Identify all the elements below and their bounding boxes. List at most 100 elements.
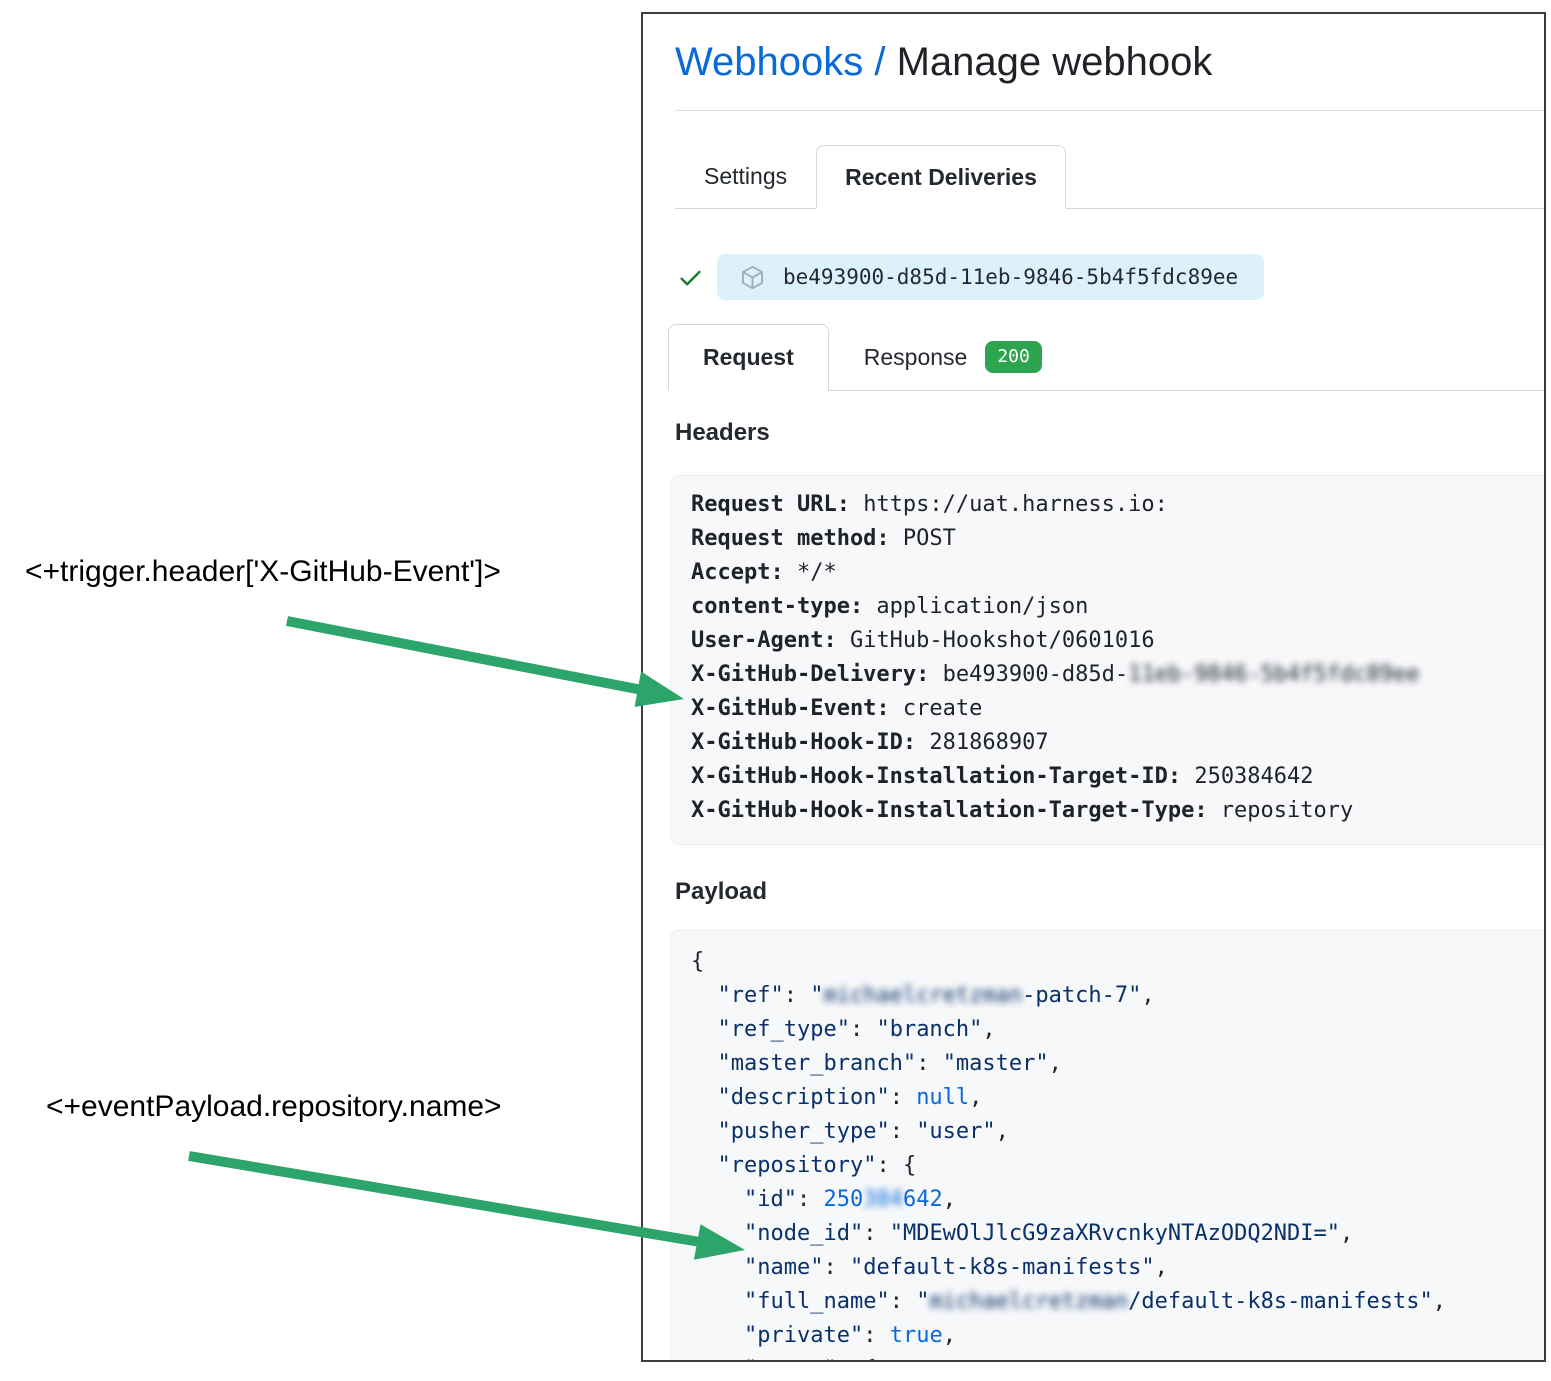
code-segment: Request method: — [691, 526, 890, 551]
code-segment: X-GitHub-Hook-Installation-Target-ID: — [691, 764, 1182, 789]
code-line: { — [691, 945, 1544, 979]
redacted-text: michaelcretzman — [929, 1289, 1129, 1314]
code-segment: "repository" — [717, 1153, 877, 1178]
code-segment: , — [969, 1085, 983, 1110]
code-line: Request URL: https://uat.harness.io: — [691, 488, 1544, 522]
code-line: "ref": "michaelcretzman-patch-7", — [691, 979, 1544, 1013]
code-segment — [691, 1051, 718, 1076]
code-segment: , — [1048, 1051, 1062, 1076]
code-segment — [691, 983, 718, 1008]
code-segment: "branch" — [876, 1017, 983, 1042]
code-segment: "default-k8s-manifests" — [849, 1255, 1155, 1280]
code-segment: : — [863, 1323, 890, 1348]
headers-panel: Request URL: https://uat.harness.io:Requ… — [670, 475, 1544, 845]
code-segment: application/json — [863, 594, 1089, 619]
delivery-pill[interactable]: be493900-d85d-11eb-9846-5b4f5fdc89ee — [717, 254, 1265, 300]
code-segment: " — [810, 983, 824, 1008]
tab-response-label: Response — [863, 343, 968, 370]
annotation-payload-expression: <+eventPayload.repository.name> — [46, 1090, 502, 1123]
code-segment: { — [691, 949, 705, 974]
code-segment: : — [889, 1119, 917, 1144]
code-segment: : — [889, 1085, 917, 1110]
package-icon — [741, 265, 764, 289]
code-segment: : — [889, 1289, 917, 1314]
code-segment — [691, 1017, 718, 1042]
code-line: "node_id": "MDEwOlJlcG9zaXRvcnkyNTAzODQ2… — [691, 1217, 1544, 1251]
annotation-trigger-expression: <+trigger.header['X-GitHub-Event']> — [25, 555, 501, 588]
code-segment: https://uat.harness.io: — [849, 492, 1168, 517]
code-segment: "full_name" — [743, 1289, 890, 1314]
code-segment — [691, 1085, 718, 1110]
code-segment: Request URL: — [691, 492, 850, 517]
screenshot-frame: Webhooks / Manage webhook Settings Recen… — [641, 12, 1546, 1362]
code-segment: repository — [1207, 798, 1354, 823]
code-segment: 250384642 — [1181, 764, 1314, 789]
code-segment: , — [995, 1119, 1009, 1144]
delivery-id: be493900-d85d-11eb-9846-5b4f5fdc89ee — [783, 265, 1239, 289]
tab-recent-deliveries[interactable]: Recent Deliveries — [816, 145, 1066, 209]
tab-settings[interactable]: Settings — [704, 163, 788, 189]
payload-heading: Payload — [675, 878, 768, 905]
code-segment: : — [823, 1255, 850, 1280]
tab-response[interactable]: Response 200 — [829, 324, 1077, 390]
delivery-tabnav: Request Response 200 — [668, 324, 1544, 391]
code-segment: "id" — [743, 1187, 797, 1212]
code-segment: , — [1340, 1221, 1354, 1246]
code-segment: /default-k8s-manifests" — [1128, 1289, 1433, 1314]
page-title: Webhooks / Manage webhook — [675, 38, 1544, 86]
breadcrumb-separator: / — [863, 40, 897, 84]
code-segment: , — [942, 1187, 956, 1212]
code-line: User-Agent: GitHub-Hookshot/0601016 — [691, 624, 1544, 658]
code-segment: "master_branch" — [717, 1051, 917, 1076]
tab-request[interactable]: Request — [668, 324, 829, 391]
code-segment: be493900-d85d- — [929, 662, 1129, 687]
code-line: Request method: POST — [691, 522, 1544, 556]
code-segment: X-GitHub-Hook-Installation-Target-Type: — [691, 798, 1208, 823]
code-segment: content-type: — [691, 594, 864, 619]
code-segment: POST — [889, 526, 956, 551]
code-segment: create — [889, 696, 983, 721]
code-segment: , — [982, 1017, 996, 1042]
code-line: "description": null, — [691, 1081, 1544, 1115]
code-line: "id": 250384642, — [691, 1183, 1544, 1217]
code-line: X-GitHub-Hook-Installation-Target-ID: 25… — [691, 760, 1544, 794]
code-line: "repository": { — [691, 1149, 1544, 1183]
check-icon — [680, 270, 701, 286]
code-line: "pusher_type": "user", — [691, 1115, 1544, 1149]
code-segment: : — [796, 1187, 824, 1212]
code-segment: */* — [783, 560, 837, 585]
code-segment: : — [916, 1051, 943, 1076]
code-segment: GitHub-Hookshot/0601016 — [836, 628, 1155, 653]
headers-heading: Headers — [675, 419, 770, 446]
code-segment: , — [1141, 983, 1155, 1008]
code-segment: "master" — [942, 1051, 1049, 1076]
code-segment: Accept: — [691, 560, 784, 585]
code-segment: -patch-7" — [1022, 983, 1142, 1008]
code-line: "private": true, — [691, 1319, 1544, 1353]
code-line: "owner": { — [691, 1353, 1544, 1360]
code-segment: "ref_type" — [717, 1017, 850, 1042]
code-segment: "MDEwOlJlcG9zaXRvcnkyNTAzODQ2NDI=" — [889, 1221, 1341, 1246]
code-line: "name": "default-k8s-manifests", — [691, 1251, 1544, 1285]
redacted-text: 384 — [863, 1187, 903, 1212]
redacted-text: michaelcretzman — [823, 983, 1023, 1008]
code-segment — [691, 1289, 744, 1314]
code-segment: "ref" — [717, 983, 784, 1008]
code-segment: 250 — [823, 1187, 864, 1212]
code-segment: X-GitHub-Hook-ID: — [691, 730, 917, 755]
code-segment: : { — [837, 1357, 877, 1360]
code-segment: "user" — [916, 1119, 996, 1144]
page-title-text: Manage webhook — [896, 40, 1213, 84]
code-segment: : — [783, 983, 811, 1008]
payload-panel: { "ref": "michaelcretzman-patch-7", "ref… — [670, 930, 1544, 1360]
redacted-text: 11eb-9846-5b4f5fdc89ee — [1128, 662, 1420, 687]
code-segment: , — [1432, 1289, 1447, 1314]
code-segment — [691, 1255, 744, 1280]
code-line: "master_branch": "master", — [691, 1047, 1544, 1081]
code-segment: 281868907 — [916, 730, 1049, 755]
code-segment — [691, 1187, 744, 1212]
code-line: X-GitHub-Hook-ID: 281868907 — [691, 726, 1544, 760]
code-segment: : — [849, 1017, 877, 1042]
webhooks-breadcrumb-link[interactable]: Webhooks — [675, 40, 864, 84]
delivery-row: be493900-d85d-11eb-9846-5b4f5fdc89ee — [677, 254, 1544, 300]
